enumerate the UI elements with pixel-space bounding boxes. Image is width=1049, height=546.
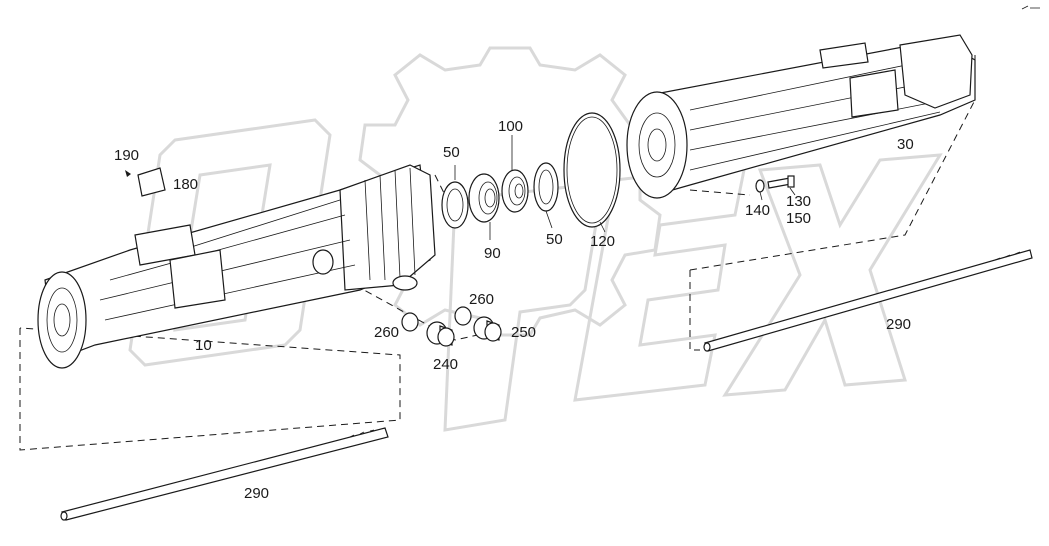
plate-180 (137, 167, 166, 197)
plug-250 (473, 316, 502, 342)
corner-mark (1021, 5, 1040, 10)
callout-260-left: 260 (374, 324, 399, 341)
o-ring-120 (563, 112, 621, 228)
callout-240: 240 (433, 356, 458, 373)
seal-ring-260-right (454, 306, 472, 326)
callout-190: 190 (114, 147, 139, 164)
callout-180: 180 (173, 176, 198, 193)
bearing-100 (501, 169, 529, 213)
shim-ring-50-left (441, 181, 469, 229)
axle-shaft-290-right (703, 249, 1033, 352)
washer-140 (755, 179, 765, 193)
callout-100: 100 (498, 118, 523, 135)
callout-260-right: 260 (469, 291, 494, 308)
axle-housing-left (37, 164, 436, 369)
callout-90: 90 (484, 245, 501, 262)
callout-130: 130 (786, 193, 811, 210)
axle-shaft-290-left (60, 427, 389, 521)
callout-120: 120 (590, 233, 615, 250)
callout-290-left: 290 (244, 485, 269, 502)
bearing-90 (468, 173, 500, 223)
callout-labels: 10 30 50 50 90 100 120 130 140 150 180 1… (114, 118, 914, 502)
callout-150: 150 (786, 210, 811, 227)
rivet-190 (125, 170, 131, 177)
callout-140: 140 (745, 202, 770, 219)
seal-ring-260-left (401, 312, 419, 332)
shim-ring-50-right (533, 162, 559, 212)
callout-290-right: 290 (886, 316, 911, 333)
callout-50-left: 50 (443, 144, 460, 161)
callout-10: 10 (195, 337, 212, 354)
bolt-130-150 (767, 175, 795, 189)
plug-240 (426, 321, 455, 347)
axle-housing-right (626, 34, 976, 199)
callout-30: 30 (897, 136, 914, 153)
leader-lines (454, 135, 796, 240)
callout-250: 250 (511, 324, 536, 341)
callout-50-right: 50 (546, 231, 563, 248)
